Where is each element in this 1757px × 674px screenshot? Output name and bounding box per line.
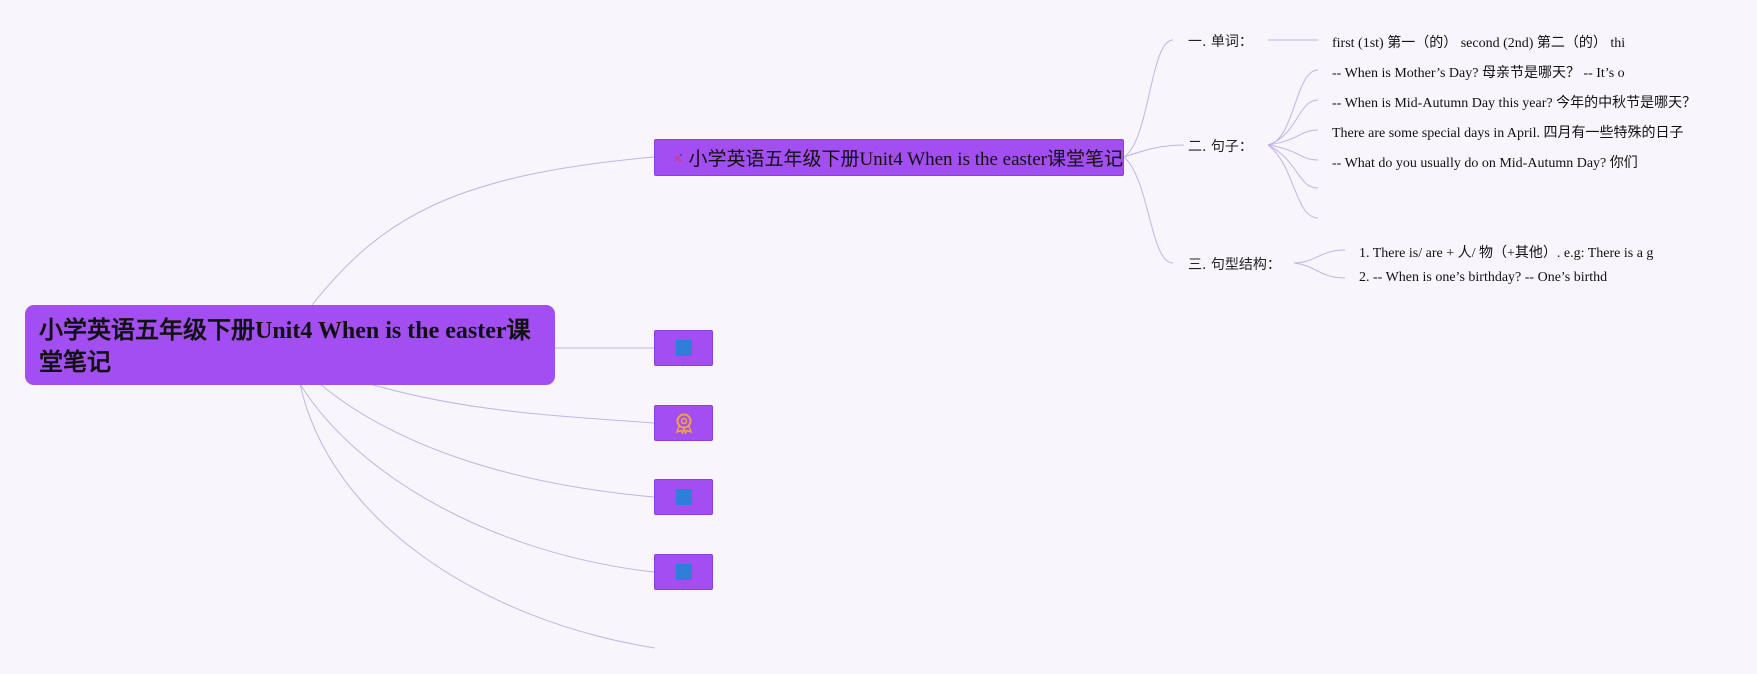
branch-topic-title: 小学英语五年级下册Unit4 When is the easter课堂笔记 (688, 149, 1124, 170)
leaf-item[interactable]: -- When is Mid-Autumn Day this year? 今年的… (1332, 92, 1696, 112)
leaf-text: 2. -- When is one’s birthday? -- One’s b… (1359, 270, 1608, 285)
leaf-item[interactable]: 1. There is/ are + 人/ 物（+其他）. e.g: There… (1359, 242, 1653, 262)
section-sentences[interactable]: 二. 句子： (1188, 136, 1253, 156)
section-label: 三. 句型结构： (1188, 257, 1281, 273)
tools-icon (674, 153, 682, 162)
leaf-text: first (1st) 第一（的） second (2nd) 第二（的） thi (1332, 36, 1626, 51)
leaf-text: There are some special days in April. 四月… (1332, 126, 1684, 141)
branch-topic[interactable]: 小学英语五年级下册Unit4 When is the easter课堂笔记 (654, 139, 1124, 176)
leaf-item[interactable]: -- What do you usually do on Mid-Autumn … (1332, 152, 1638, 172)
collapsed-topic-3[interactable] (654, 479, 713, 515)
blue-square-icon (675, 489, 692, 505)
leaf-text: -- What do you usually do on Mid-Autumn … (1332, 156, 1638, 171)
section-vocabulary[interactable]: 一. 单词： (1188, 31, 1253, 51)
blue-square-icon (675, 564, 692, 580)
root-topic[interactable]: 小学英语五年级下册Unit4 When is the easter课堂笔记 (25, 305, 555, 385)
leaf-item[interactable]: first (1st) 第一（的） second (2nd) 第二（的） thi (1332, 32, 1625, 52)
root-topic-title: 小学英语五年级下册Unit4 When is the easter课堂笔记 (39, 318, 531, 376)
leaf-item[interactable]: -- When is Mother’s Day? 母亲节是哪天？ -- It’s… (1332, 62, 1625, 82)
section-label: 一. 单词： (1188, 34, 1253, 50)
blue-square-icon (675, 340, 692, 356)
leaf-item[interactable]: There are some special days in April. 四月… (1332, 122, 1683, 142)
section-sentence-patterns[interactable]: 三. 句型结构： (1188, 254, 1281, 274)
leaf-item[interactable]: 2. -- When is one’s birthday? -- One’s b… (1359, 270, 1607, 286)
section-label: 二. 句子： (1188, 139, 1253, 155)
collapsed-topic-1[interactable] (654, 330, 713, 366)
medal-icon (675, 413, 692, 434)
collapsed-topic-2[interactable] (654, 405, 713, 441)
leaf-text: 1. There is/ are + 人/ 物（+其他）. e.g: There… (1359, 246, 1654, 261)
leaf-text: -- When is Mid-Autumn Day this year? 今年的… (1332, 96, 1697, 111)
leaf-text: -- When is Mother’s Day? 母亲节是哪天？ -- It’s… (1332, 66, 1625, 81)
collapsed-topic-4[interactable] (654, 554, 713, 590)
